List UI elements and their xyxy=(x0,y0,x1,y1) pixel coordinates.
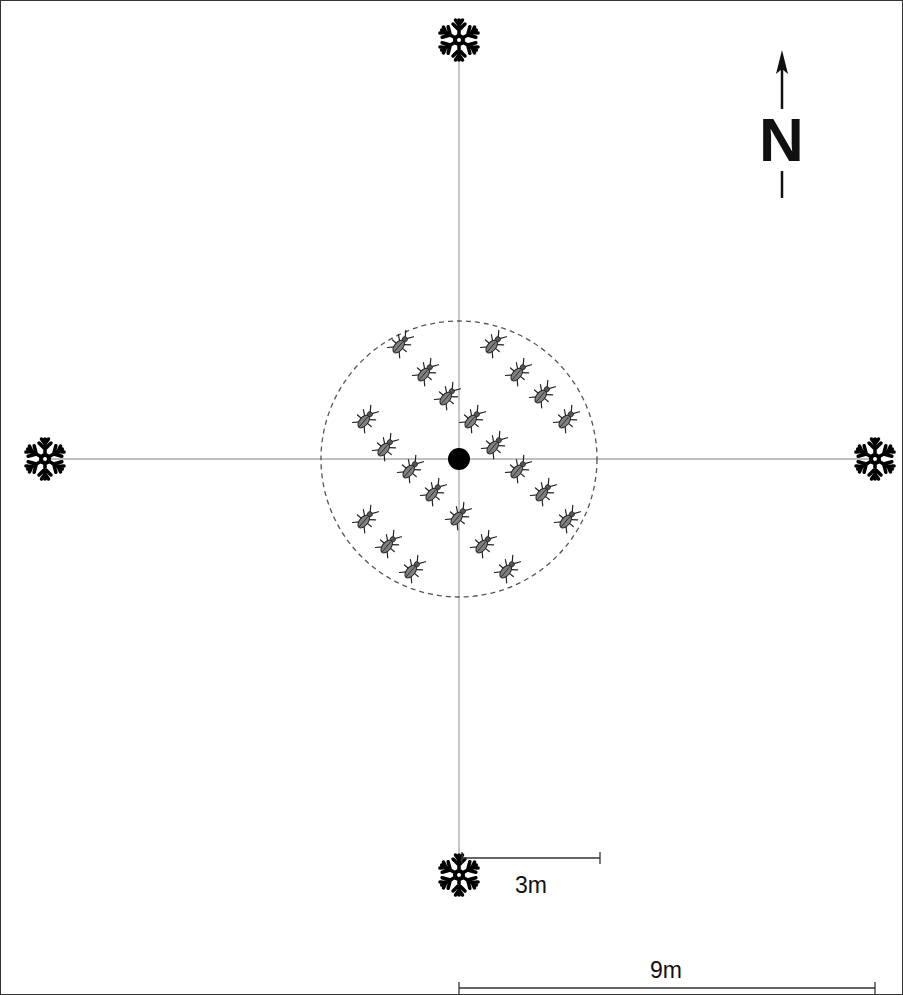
release-point xyxy=(448,448,470,470)
release-circle xyxy=(321,321,597,597)
scale-bar xyxy=(462,852,600,864)
north-label: N xyxy=(757,109,806,171)
scale-bar xyxy=(459,982,875,994)
scale-label: 3m xyxy=(513,874,549,897)
beetle-group xyxy=(352,328,584,584)
snowflake-symbol xyxy=(855,439,896,479)
snowflake-symbol xyxy=(25,439,66,479)
scale-label: 9m xyxy=(648,959,684,982)
snowflake-symbol xyxy=(439,20,480,60)
snowflake-symbol xyxy=(439,855,480,895)
